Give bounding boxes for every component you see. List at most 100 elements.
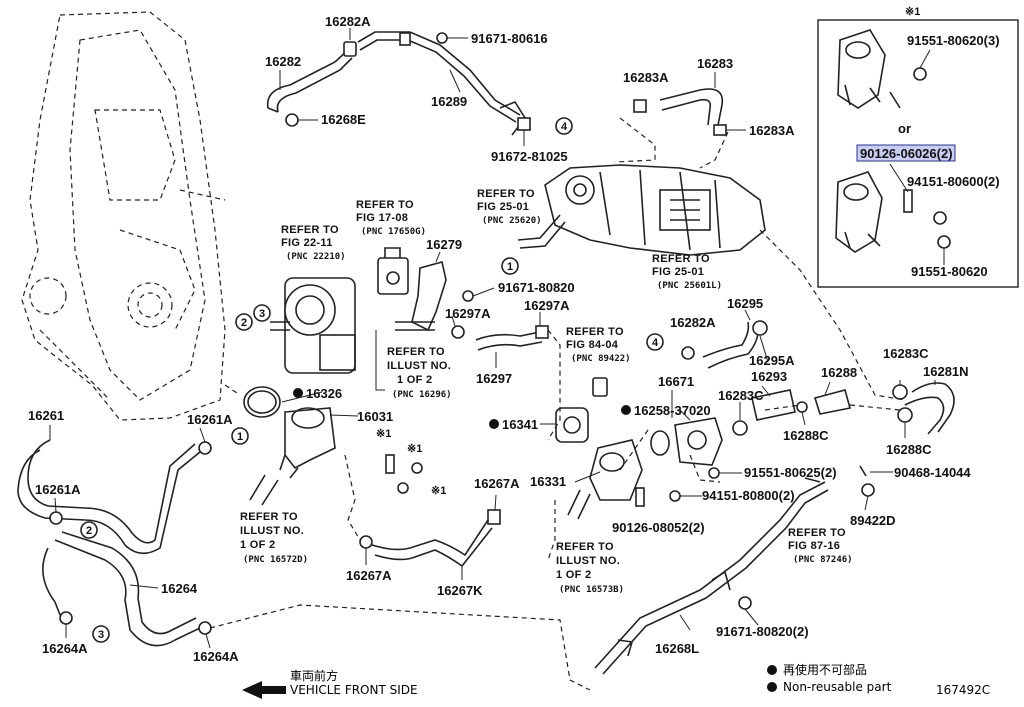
refer-fig-25-01-a: REFER TO FIG 25-01 (PNC 25620) bbox=[477, 188, 542, 226]
svg-text:REFER TO: REFER TO bbox=[788, 527, 846, 539]
clamp-16283C-b bbox=[892, 384, 908, 400]
svg-text:Non-reusable part: Non-reusable part bbox=[783, 680, 892, 694]
throttle-body bbox=[270, 277, 356, 374]
clamp-16267A-b bbox=[487, 509, 501, 525]
pipe-16289 bbox=[357, 31, 526, 136]
clamp-16283A-top bbox=[633, 99, 647, 113]
svg-text:※1: ※1 bbox=[431, 485, 446, 497]
svg-text:(PNC 25620): (PNC 25620) bbox=[482, 216, 542, 226]
egr-cooler-assembly bbox=[517, 164, 766, 256]
label-16282: 16282 bbox=[265, 54, 301, 69]
svg-text:REFER TO: REFER TO bbox=[387, 346, 445, 358]
label-16283A-top: 16283A bbox=[623, 70, 669, 85]
svg-text:FIG 25-01: FIG 25-01 bbox=[477, 201, 529, 213]
label-16261: 16261 bbox=[28, 408, 64, 423]
clamp-16297A-a bbox=[451, 325, 465, 339]
svg-text:1: 1 bbox=[507, 261, 513, 273]
svg-text:※1: ※1 bbox=[376, 428, 391, 440]
clamp-16261A-a bbox=[49, 511, 63, 525]
asterisk-marks: ※1 ※1 ※1 bbox=[376, 428, 446, 497]
hose-16261 bbox=[17, 439, 201, 555]
label-94151-80800: 94151-80800(2) bbox=[702, 488, 795, 503]
thermostat-16671 bbox=[650, 417, 723, 466]
gasket-16341 bbox=[555, 407, 589, 443]
label-16331: 16331 bbox=[530, 474, 566, 489]
clamp-16283A-right bbox=[713, 124, 746, 136]
label-16283: 16283 bbox=[697, 56, 733, 71]
label-91672-81025: 91672-81025 bbox=[491, 149, 568, 164]
label-16268L: 16268L bbox=[655, 641, 699, 656]
svg-text:(PNC 87246): (PNC 87246) bbox=[793, 555, 853, 565]
label-16258-37020: 16258-37020 bbox=[634, 403, 711, 418]
label-16295: 16295 bbox=[727, 296, 763, 311]
svg-text:REFER TO: REFER TO bbox=[477, 188, 535, 200]
svg-text:車両前方: 車両前方 bbox=[290, 668, 338, 683]
svg-text:(PNC 16572D): (PNC 16572D) bbox=[243, 555, 308, 565]
stud-bolts bbox=[385, 454, 423, 494]
svg-text:REFER TO: REFER TO bbox=[556, 541, 614, 553]
hose-16288 bbox=[796, 389, 852, 415]
svg-text:FIG 25-01: FIG 25-01 bbox=[652, 266, 704, 278]
svg-text:(PNC 25601L): (PNC 25601L) bbox=[657, 281, 722, 291]
label-16279: 16279 bbox=[426, 237, 462, 252]
refer-fig-87-16: REFER TO FIG 87-16 (PNC 87246) bbox=[788, 527, 853, 565]
svg-text:REFER TO: REFER TO bbox=[281, 224, 339, 236]
bolt-91672-81025 bbox=[517, 117, 531, 146]
svg-text:ILLUST NO.: ILLUST NO. bbox=[556, 555, 620, 567]
clamp-16297A-b bbox=[535, 325, 549, 339]
svg-text:2: 2 bbox=[86, 525, 92, 537]
label-16283C-b: 16283C bbox=[883, 346, 929, 361]
svg-text:FIG 84-04: FIG 84-04 bbox=[566, 339, 619, 351]
bolts-thermostat bbox=[635, 465, 893, 507]
svg-text:2: 2 bbox=[241, 317, 247, 329]
dashed-leaders bbox=[179, 117, 906, 691]
label-91671-80820: 91671-80820 bbox=[498, 280, 575, 295]
clamp-16282A-mid bbox=[681, 346, 695, 360]
svg-text:REFER TO: REFER TO bbox=[566, 326, 624, 338]
part-labels: 16282A 91671-80616 16282 16289 16268E 91… bbox=[28, 14, 971, 664]
svg-text:3: 3 bbox=[98, 629, 104, 641]
label-16267A-b: 16267A bbox=[474, 476, 520, 491]
label-90126-08052: 90126-08052(2) bbox=[612, 520, 705, 535]
label-inset-90126-06026: 90126-06026(2) bbox=[860, 146, 953, 161]
svg-text:(PNC 16573B): (PNC 16573B) bbox=[559, 585, 624, 595]
label-16261A-a: 16261A bbox=[35, 482, 81, 497]
svg-text:1: 1 bbox=[237, 431, 243, 443]
water-outlet-16031 bbox=[279, 407, 336, 479]
figure-id: 167492C bbox=[936, 683, 990, 697]
bolt-91671-80820 bbox=[462, 287, 495, 302]
clamp-16268E bbox=[285, 113, 318, 127]
label-16281N: 16281N bbox=[923, 364, 969, 379]
label-91671-80616: 91671-80616 bbox=[471, 31, 548, 46]
label-16288C-a: 16288C bbox=[783, 428, 829, 443]
svg-text:ILLUST NO.: ILLUST NO. bbox=[240, 525, 304, 537]
label-16341: 16341 bbox=[502, 417, 538, 432]
gasket-16326 bbox=[243, 386, 281, 418]
vehicle-front-direction: 車両前方 VEHICLE FRONT SIDE bbox=[242, 668, 418, 699]
clamp-16283C-a bbox=[732, 420, 748, 436]
sensor-17650G bbox=[377, 247, 409, 295]
label-16264A-a: 16264A bbox=[42, 641, 88, 656]
svg-text:(PNC 22210): (PNC 22210) bbox=[286, 252, 346, 262]
label-16295A: 16295A bbox=[749, 353, 795, 368]
svg-text:(PNC 16296): (PNC 16296) bbox=[392, 390, 452, 400]
housing-16331 bbox=[589, 439, 643, 501]
inset-box: ※1 91551-80620(3) or 90126-06026(2) 9415… bbox=[817, 6, 1019, 288]
clamp-16264A-a bbox=[59, 611, 73, 625]
hose-16282 bbox=[266, 49, 353, 113]
label-16264: 16264 bbox=[161, 581, 198, 596]
svg-text:※1: ※1 bbox=[407, 443, 422, 455]
label-16267K: 16267K bbox=[437, 583, 483, 598]
circle-ref-3-a: 3 bbox=[253, 304, 271, 322]
svg-text:再使用不可部品: 再使用不可部品 bbox=[783, 662, 867, 677]
label-16288: 16288 bbox=[821, 365, 857, 380]
label-16031: 16031 bbox=[357, 409, 393, 424]
refer-fig-25-01-b: REFER TO FIG 25-01 (PNC 25601L) bbox=[652, 253, 722, 291]
svg-text:REFER TO: REFER TO bbox=[240, 511, 298, 523]
bolt-91671-80616 bbox=[436, 32, 468, 44]
label-16297A-a: 16297A bbox=[445, 306, 491, 321]
svg-text:3: 3 bbox=[259, 308, 265, 320]
refer-pnc-16573b: REFER TO ILLUST NO. 1 OF 2 (PNC 16573B) bbox=[556, 541, 624, 595]
label-inset-or: or bbox=[898, 121, 911, 136]
